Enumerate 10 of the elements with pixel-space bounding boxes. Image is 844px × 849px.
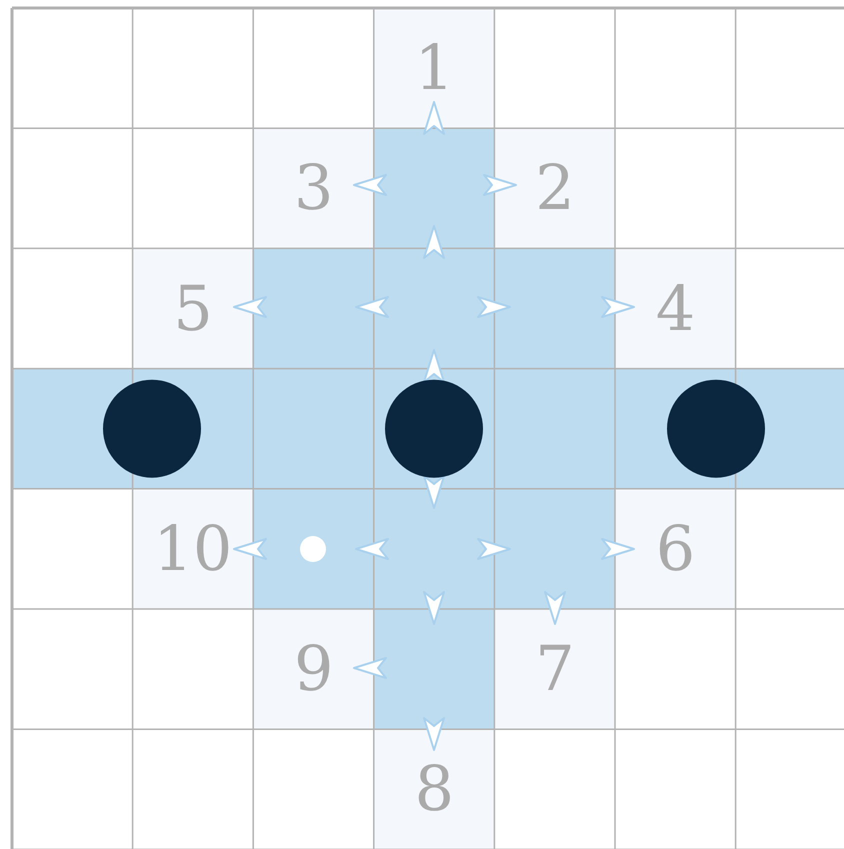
- cell-number: 8: [414, 758, 454, 820]
- cell-number: 1: [414, 37, 454, 100]
- cell-number: 9: [294, 638, 334, 700]
- cell-number: 5: [173, 278, 213, 340]
- cell-number: 2: [535, 157, 575, 220]
- cell-number: 4: [656, 278, 696, 340]
- cell-number: 3: [294, 157, 334, 220]
- cell-number: 10: [153, 518, 232, 580]
- cell-number: 7: [535, 638, 575, 700]
- cell-number: 6: [656, 518, 696, 580]
